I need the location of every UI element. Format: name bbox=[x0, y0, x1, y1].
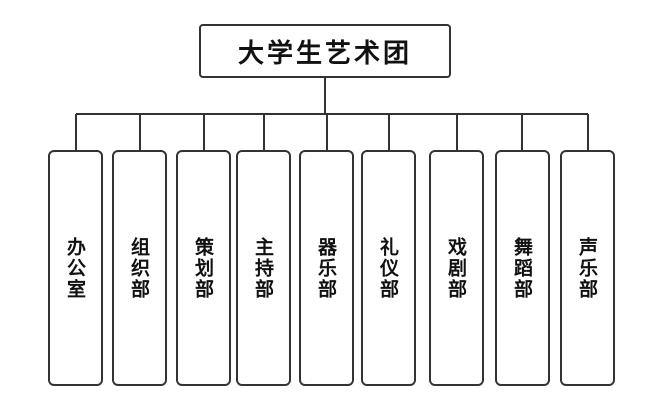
department-label: 戏剧部 bbox=[445, 236, 467, 300]
department-node-drama: 戏剧部 bbox=[429, 150, 484, 386]
department-label: 策划部 bbox=[192, 236, 214, 300]
department-label: 主持部 bbox=[252, 236, 274, 300]
department-node-planning: 策划部 bbox=[176, 150, 231, 386]
department-node-vocal: 声乐部 bbox=[560, 150, 615, 386]
department-node-dance: 舞蹈部 bbox=[495, 150, 550, 386]
department-label: 礼仪部 bbox=[377, 236, 399, 300]
department-label: 办公室 bbox=[64, 236, 86, 300]
root-node: 大学生艺术团 bbox=[199, 24, 451, 78]
department-node-organization: 组织部 bbox=[112, 150, 167, 386]
department-node-hosting: 主持部 bbox=[236, 150, 291, 386]
department-label: 组织部 bbox=[128, 236, 150, 300]
department-node-instrumental: 器乐部 bbox=[299, 150, 354, 386]
root-title: 大学生艺术团 bbox=[237, 38, 412, 69]
department-node-etiquette: 礼仪部 bbox=[361, 150, 416, 386]
department-label: 器乐部 bbox=[315, 236, 337, 300]
department-node-office: 办公室 bbox=[48, 150, 103, 386]
department-label: 声乐部 bbox=[576, 236, 598, 300]
department-label: 舞蹈部 bbox=[511, 236, 533, 300]
